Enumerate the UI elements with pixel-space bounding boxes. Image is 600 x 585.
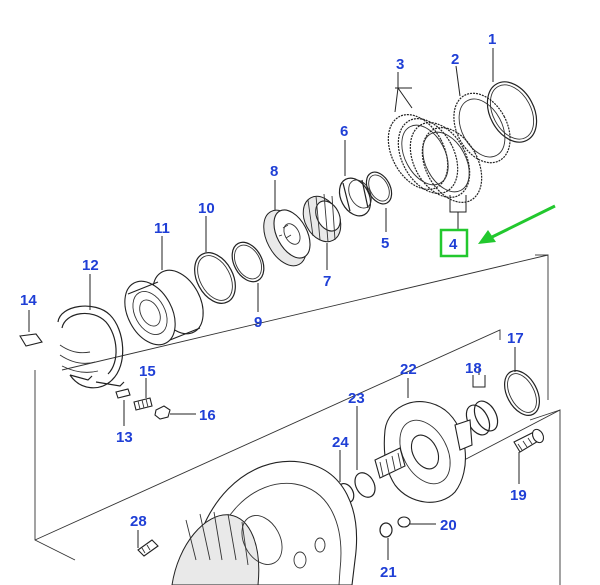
part-6-race [338, 177, 372, 217]
callout-5: 5 [381, 235, 389, 252]
part-3-4-clutch-pack [387, 114, 483, 203]
part-12-band [57, 305, 125, 389]
part-2-clutch-disc [453, 92, 511, 164]
highlight-box [439, 228, 469, 258]
callout-3: 3 [396, 56, 404, 73]
part-16-nut [154, 405, 171, 420]
callout-13: 13 [116, 429, 133, 446]
callout-14: 14 [20, 292, 37, 309]
callout-7: 7 [323, 273, 331, 290]
callout-1: 1 [488, 31, 496, 48]
part-1-snap-ring [486, 81, 538, 143]
part-22-pump [374, 401, 473, 503]
leader-lines [28, 48, 520, 560]
callout-16: 16 [199, 407, 216, 424]
callout-11: 11 [154, 220, 170, 237]
callout-28: 28 [130, 513, 147, 530]
part-10-ring [194, 252, 236, 304]
part-17-ring [504, 370, 540, 416]
part-13-strut [115, 388, 131, 399]
part-28-bolt [137, 539, 159, 557]
callout-8: 8 [270, 163, 278, 180]
highlight-callout-4 [439, 204, 556, 258]
part-11-drum [124, 269, 204, 346]
callout-19: 19 [510, 487, 527, 504]
callout-20: 20 [440, 517, 457, 534]
part-20-pin [397, 516, 411, 528]
part-19-bolt [513, 428, 545, 453]
part-23-ring [354, 472, 376, 498]
pointer-arrow [489, 204, 556, 240]
callout-10: 10 [198, 200, 215, 217]
callout-2: 2 [451, 51, 459, 68]
part-15-screw [133, 397, 153, 411]
callout-24: 24 [332, 434, 349, 451]
callout-9: 9 [254, 314, 262, 331]
callout-22: 22 [400, 361, 417, 378]
part-14-anchor [19, 333, 43, 347]
part-21-oring [379, 522, 393, 538]
callout-12: 12 [82, 257, 99, 274]
housing-outline [34, 254, 561, 585]
pointer-arrowhead [478, 230, 496, 244]
callout-23: 23 [348, 390, 365, 407]
callout-15: 15 [139, 363, 156, 380]
callout-labels: 1 2 3 4 5 6 7 8 9 10 11 12 13 14 15 16 1… [20, 31, 527, 581]
callout-6: 6 [340, 123, 348, 140]
part-8-carrier [263, 209, 311, 267]
transmission-case [171, 460, 358, 585]
callout-18: 18 [465, 360, 482, 377]
part-7-sprag [302, 193, 342, 243]
callout-4: 4 [449, 236, 458, 253]
part-9-ring [231, 241, 265, 283]
callout-21: 21 [380, 564, 397, 581]
callout-17: 17 [507, 330, 524, 347]
